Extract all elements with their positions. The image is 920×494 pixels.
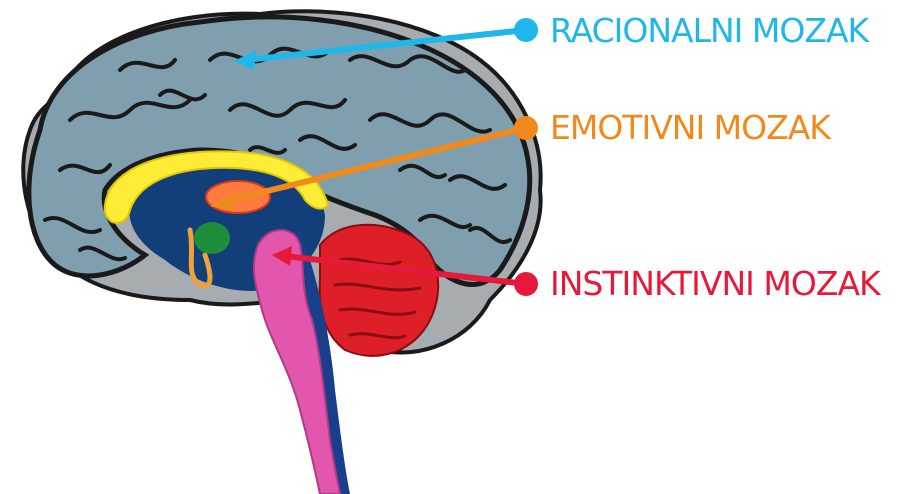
- instinctive-pointer-dot: [514, 272, 538, 296]
- emotional-pointer-dot: [514, 116, 538, 140]
- rational-pointer-dot: [514, 18, 538, 42]
- instinctive-brain-label: INSTINKTIVNI MOZAK: [550, 264, 880, 303]
- emotional-brain-label: EMOTIVNI MOZAK: [550, 108, 830, 147]
- hypothalamus-green: [194, 222, 230, 254]
- rational-brain-label: RACIONALNI MOZAK: [550, 11, 868, 50]
